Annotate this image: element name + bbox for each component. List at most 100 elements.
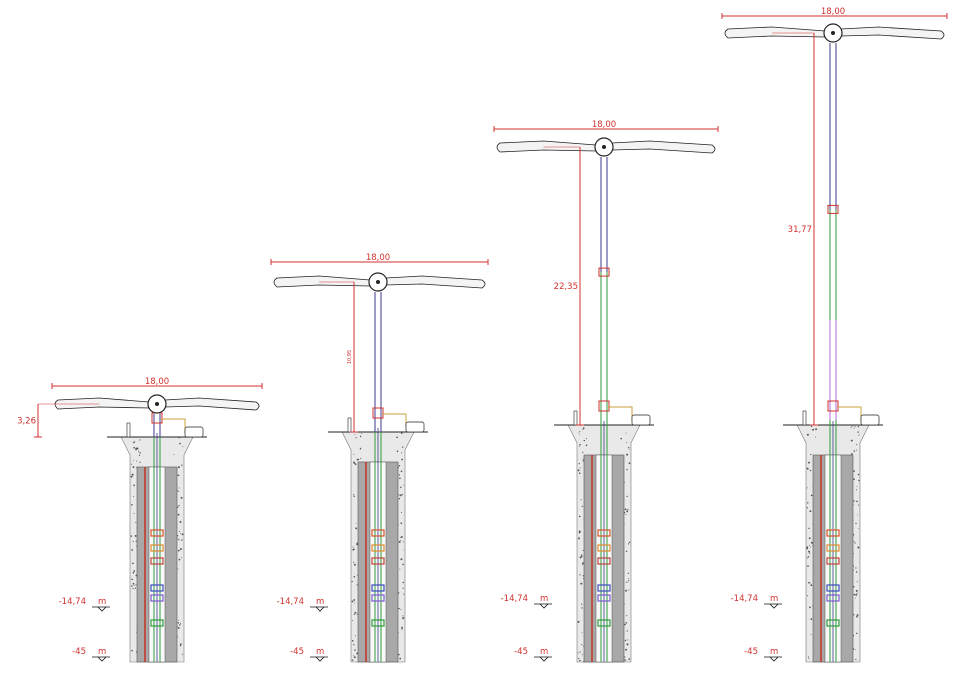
soil-speckle <box>400 522 403 525</box>
downhole-component <box>826 594 840 602</box>
soil-speckle <box>130 535 133 537</box>
soil-speckle <box>624 656 626 658</box>
mast-coupling <box>827 204 839 214</box>
blade-right <box>385 275 486 289</box>
soil-speckle <box>135 584 137 586</box>
soil-speckle <box>577 537 580 540</box>
soil-speckle <box>396 436 398 439</box>
downhole-component <box>826 584 840 592</box>
soil-speckle <box>581 607 583 609</box>
soil-speckle <box>579 574 581 576</box>
soil-speckle <box>857 426 860 428</box>
soil-speckle <box>132 466 135 469</box>
soil-speckle <box>178 437 180 439</box>
soil-speckle <box>853 427 855 429</box>
soil-speckle <box>401 494 403 496</box>
soil-speckle <box>625 589 627 592</box>
downhole-component <box>371 544 385 552</box>
soil-speckle <box>624 623 626 626</box>
soil-speckle <box>132 562 134 565</box>
depth-marker-2-unit: m <box>316 647 324 657</box>
downhole-component <box>150 557 164 565</box>
soil-speckle <box>360 457 362 459</box>
soil-speckle <box>135 449 137 451</box>
soil-speckle <box>625 432 627 434</box>
soil-speckle <box>856 592 858 595</box>
soil-speckle <box>353 655 355 657</box>
soil-speckle <box>403 484 405 486</box>
soil-speckle <box>854 649 856 651</box>
soil-speckle <box>131 649 133 652</box>
soil-speckle <box>352 546 354 548</box>
soil-speckle <box>177 474 180 477</box>
soil-speckle <box>625 648 628 651</box>
surface-cable <box>161 418 186 433</box>
blade-left <box>273 275 371 288</box>
soil-speckle <box>581 644 583 646</box>
soil-speckle <box>139 461 141 464</box>
hub-center <box>376 280 380 284</box>
soil-speckle <box>626 643 629 646</box>
surface-cable <box>608 406 633 421</box>
soil-speckle <box>579 467 581 469</box>
soil-speckle <box>581 563 584 565</box>
soil-speckle <box>136 460 138 462</box>
soil-speckle <box>626 442 628 444</box>
blade-left <box>496 140 597 153</box>
downhole-component <box>826 529 840 537</box>
soil-speckle <box>582 428 584 430</box>
soil-speckle <box>581 631 583 633</box>
soil-speckle <box>400 470 403 473</box>
soil-speckle <box>398 474 401 476</box>
soil-speckle <box>854 597 856 599</box>
soil-speckle <box>398 464 401 467</box>
soil-speckle <box>402 541 404 543</box>
soil-speckle <box>402 615 404 617</box>
base-coupling <box>372 407 384 419</box>
soil-speckle <box>132 582 135 585</box>
height-label: 3,26 <box>17 417 36 427</box>
soil-speckle <box>627 572 629 574</box>
soil-speckle <box>850 453 853 455</box>
depth-marker-1-unit: m <box>770 594 778 604</box>
soil-speckle <box>626 495 628 498</box>
soil-speckle <box>627 639 629 641</box>
depth-marker-1-value: -14,74 <box>501 594 528 604</box>
soil-speckle <box>353 656 356 659</box>
soil-speckle <box>353 576 356 578</box>
soil-speckle <box>353 461 356 464</box>
depth-marker-1-unit: m <box>540 594 548 604</box>
soil-speckle <box>809 469 812 472</box>
soil-speckle <box>806 547 809 550</box>
soil-speckle <box>809 510 812 513</box>
downhole-component <box>150 529 164 537</box>
soil-speckle <box>130 475 133 478</box>
height-label: 10,95 <box>347 350 353 364</box>
soil-speckle <box>177 549 180 552</box>
depth-marker-1-value: -14,74 <box>731 594 758 604</box>
depth-marker-2-arrow <box>97 656 107 662</box>
soil-speckle <box>359 435 362 438</box>
soil-speckle <box>853 614 855 616</box>
soil-speckle <box>131 473 134 476</box>
soil-speckle <box>180 496 183 499</box>
soil-speckle <box>400 609 402 611</box>
soil-speckle <box>180 622 182 625</box>
soil-speckle <box>853 500 855 502</box>
soil-speckle <box>401 626 403 629</box>
height-label: 31,77 <box>788 225 812 235</box>
soil-speckle <box>179 624 181 626</box>
soil-speckle <box>177 466 180 469</box>
soil-speckle <box>810 546 811 548</box>
soil-speckle <box>355 523 357 524</box>
soil-speckle <box>808 550 810 553</box>
soil-speckle <box>808 581 810 584</box>
soil-speckle <box>138 454 141 456</box>
soil-speckle <box>624 508 627 511</box>
soil-speckle <box>577 469 580 472</box>
soil-speckle <box>810 618 813 620</box>
surface-pump-box <box>860 414 880 426</box>
soil-speckle <box>806 546 809 548</box>
soil-speckle <box>579 556 582 559</box>
soil-speckle <box>398 607 400 610</box>
